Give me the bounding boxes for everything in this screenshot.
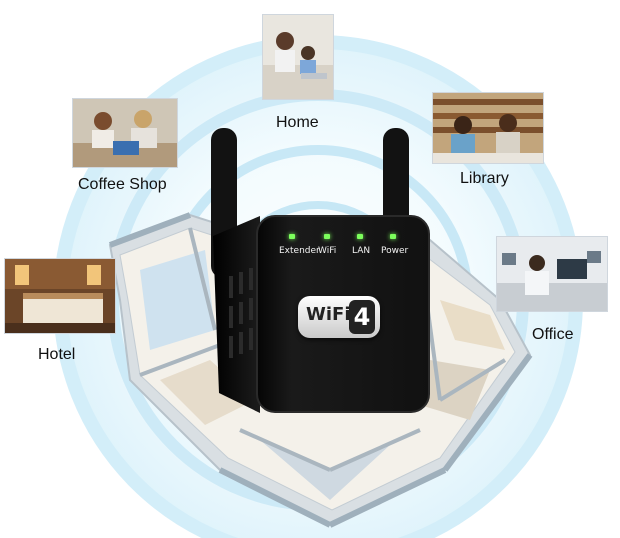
led-wifi-indicator xyxy=(324,234,330,239)
led-power-indicator xyxy=(390,234,396,239)
location-label-library: Library xyxy=(460,170,509,187)
led-label-lan: LAN xyxy=(352,246,371,256)
location-label-home: Home xyxy=(276,114,319,131)
led-extender-indicator xyxy=(289,234,295,239)
location-label-coffee-shop: Coffee Shop xyxy=(78,176,167,193)
wifi-extender-device xyxy=(211,128,430,413)
home-photo xyxy=(262,14,334,100)
hotel-photo xyxy=(4,258,116,334)
led-label-wifi: WiFi xyxy=(318,246,337,256)
badge-number: 4 xyxy=(349,300,375,334)
led-label-extender: Extender xyxy=(279,246,320,256)
location-label-hotel: Hotel xyxy=(38,346,76,363)
library-photo xyxy=(432,92,544,164)
led-label-power: Power xyxy=(381,246,409,256)
badge-wifi-text: WiFi xyxy=(306,304,351,325)
coffee-shop-photo xyxy=(72,98,178,168)
wifi4-badge: WiFi 4 xyxy=(298,296,380,338)
led-lan-indicator xyxy=(357,234,363,239)
office-photo xyxy=(496,236,608,312)
location-label-office: Office xyxy=(532,326,574,343)
